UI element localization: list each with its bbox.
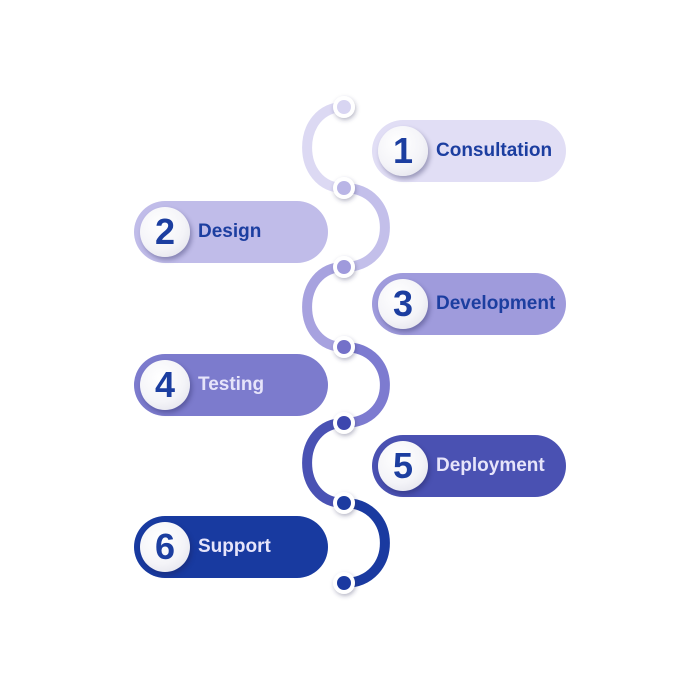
step-label: Development — [436, 293, 556, 314]
connector-node-5 — [333, 412, 355, 434]
step-number-badge: 2 — [140, 207, 190, 257]
node-dot — [337, 260, 351, 274]
step-label: Consultation — [436, 140, 553, 161]
step-number-badge: 6 — [140, 522, 190, 572]
connector-segment-4 — [339, 342, 390, 428]
connector-segment-1 — [302, 102, 349, 193]
node-dot — [337, 496, 351, 510]
step-4-pill: 4 Testing — [134, 354, 328, 416]
connector-node-1 — [333, 96, 355, 118]
node-dot — [337, 340, 351, 354]
connector-node-4 — [333, 336, 355, 358]
connector-segment-6 — [339, 498, 390, 588]
step-6-pill: 6 Support — [134, 516, 328, 578]
step-number-badge: 3 — [378, 279, 428, 329]
connector-segment-2 — [339, 183, 390, 272]
step-5-pill: 5 Deployment — [372, 435, 566, 497]
step-label: Testing — [198, 374, 265, 395]
connector-segment-5 — [302, 418, 349, 508]
connector-node-3 — [333, 256, 355, 278]
connector-node-6 — [333, 492, 355, 514]
step-label: Support — [198, 536, 271, 557]
step-label: Deployment — [436, 455, 545, 476]
node-dot — [337, 416, 351, 430]
connector-segment-3 — [302, 262, 349, 352]
step-3-pill: 3 Development — [372, 273, 566, 335]
node-dot — [337, 100, 351, 114]
step-2-pill: 2 Design — [134, 201, 328, 263]
connector-nodes — [333, 96, 355, 594]
step-1-pill: 1 Consultation — [372, 120, 566, 182]
connector-path — [302, 102, 390, 588]
step-number-badge: 4 — [140, 360, 190, 410]
connector-node-7 — [333, 572, 355, 594]
step-number-badge: 5 — [378, 441, 428, 491]
step-number-badge: 1 — [378, 126, 428, 176]
node-dot — [337, 181, 351, 195]
step-label: Design — [198, 221, 262, 242]
connector-node-2 — [333, 177, 355, 199]
node-dot — [337, 576, 351, 590]
